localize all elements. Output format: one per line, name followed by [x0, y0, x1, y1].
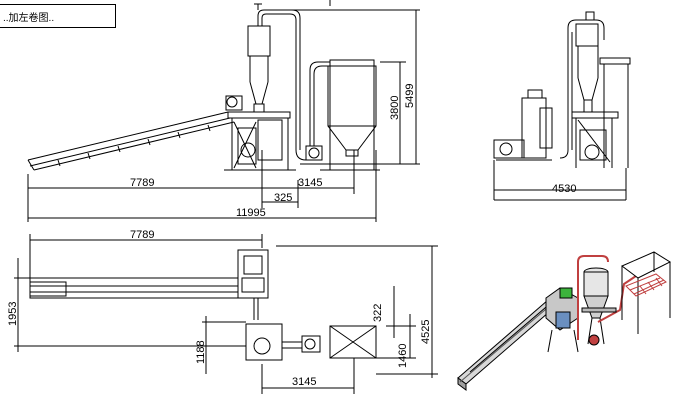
iso-mill: [545, 287, 579, 353]
front-dim-width-conveyor: 7789: [130, 177, 154, 189]
front-conveyor: [27, 111, 235, 171]
top-dim-width-right: 3145: [292, 376, 316, 388]
front-dim-height-total: 5499: [404, 84, 416, 108]
front-bag-filter: [320, 59, 380, 171]
side-dim-width: 4530: [552, 183, 576, 195]
isometric-view: [457, 251, 672, 391]
front-blower: [295, 61, 330, 161]
front-frame: [224, 95, 296, 171]
top-conveyor: [29, 277, 239, 299]
side-view: 4530: [493, 11, 631, 201]
side-cyclone: [559, 11, 605, 159]
top-dim-height-right-small: 1460: [397, 344, 409, 368]
iso-conveyor: [457, 299, 557, 391]
side-dimensions: [493, 160, 627, 201]
top-dim-height-mid: 1188: [195, 340, 207, 364]
front-dim-width-small: 325: [274, 192, 292, 204]
top-view: 7789 1953 1188 322 1460 4525 3145: [7, 229, 438, 394]
front-view: 7789 3145 325 11995 3800 5499: [27, 0, 420, 222]
iso-bag-filter: [621, 251, 672, 334]
side-motor: [493, 89, 553, 161]
front-dimensions: [27, 0, 420, 222]
front-cyclone: [247, 3, 301, 150]
title-note-box: ..加左卷图..: [0, 4, 116, 28]
top-dim-height-small: 322: [372, 304, 384, 322]
top-dim-width-conveyor: 7789: [130, 229, 154, 241]
front-dim-height-main: 3800: [389, 96, 401, 120]
top-dim-height-total: 4525: [420, 320, 432, 344]
top-dim-height-left: 1953: [7, 302, 19, 326]
side-bag-filter: [599, 57, 631, 168]
title-note-text: ..加左卷图..: [3, 13, 55, 24]
front-dim-width-total: 11995: [236, 207, 266, 219]
side-frame: [571, 111, 619, 168]
front-dim-width-right: 3145: [298, 177, 322, 189]
top-bag-filter: [329, 325, 377, 359]
top-cyclone: [245, 323, 321, 361]
top-dimensions: [14, 234, 438, 394]
top-mill: [237, 249, 269, 320]
